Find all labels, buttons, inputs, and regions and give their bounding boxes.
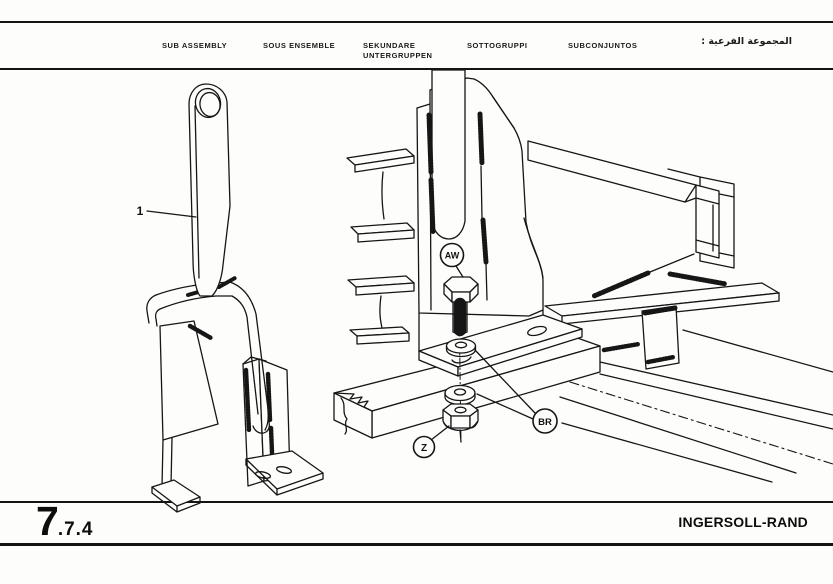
nut-z bbox=[442, 403, 479, 443]
callout-z-label: Z bbox=[421, 443, 427, 454]
header-label-italian: SOTTOGRUPPI bbox=[467, 41, 528, 50]
top-rule bbox=[0, 21, 833, 23]
header-rule bbox=[0, 68, 833, 71]
header-label-german: SEKUNDARE UNTERGRUPPEN bbox=[363, 41, 433, 60]
washer-lower bbox=[444, 384, 476, 406]
header-label-french: SOUS ENSEMBLE bbox=[263, 41, 336, 50]
footer-rule-top bbox=[0, 501, 833, 503]
flange-slot bbox=[527, 325, 547, 337]
footer-rule-bottom bbox=[0, 543, 833, 546]
left-foot-plate bbox=[151, 479, 201, 507]
header-label-arabic: المجموعة الفرعية : bbox=[701, 36, 792, 47]
ibeam-frame-drawing bbox=[333, 140, 833, 483]
header-label-german-line1: SEKUNDARE bbox=[363, 41, 416, 50]
callout-aw: AW bbox=[439, 242, 465, 278]
header-label-spanish: SUBCONJUNTOS bbox=[568, 41, 638, 50]
callout-br-circle bbox=[532, 408, 558, 434]
callout-aw-label: AW bbox=[445, 251, 460, 261]
callout-z-circle bbox=[412, 435, 436, 459]
section-number-rest: .7.4 bbox=[57, 519, 94, 540]
section-number-major: 7 bbox=[36, 498, 59, 544]
callout-br: BR bbox=[474, 349, 558, 434]
section-number: 7.7.4 bbox=[36, 500, 94, 542]
channel-bracket bbox=[242, 356, 324, 496]
callout-br-label: BR bbox=[538, 417, 552, 428]
callout-z: Z bbox=[412, 425, 450, 459]
fastener-stack bbox=[442, 276, 479, 444]
callouts: AW BR Z bbox=[412, 242, 558, 459]
bracket-plate-drawing bbox=[416, 69, 583, 377]
callout-item-1: 1 bbox=[137, 204, 197, 218]
lifting-bracket-drawing: 1 bbox=[137, 83, 324, 513]
left-gusset-plate bbox=[159, 320, 219, 441]
callout-aw-circle bbox=[439, 242, 465, 268]
callout-item-1-label: 1 bbox=[137, 204, 144, 218]
support-tube bbox=[431, 69, 466, 240]
bolt-aw bbox=[443, 276, 479, 338]
brand-logotype: INGERSOLL-RAND bbox=[678, 514, 808, 530]
lifting-strap bbox=[188, 83, 231, 297]
header-label-english: SUB ASSEMBLY bbox=[162, 41, 228, 50]
washer-upper bbox=[445, 338, 477, 358]
header-label-german-line2: UNTERGRUPPEN bbox=[363, 50, 433, 60]
